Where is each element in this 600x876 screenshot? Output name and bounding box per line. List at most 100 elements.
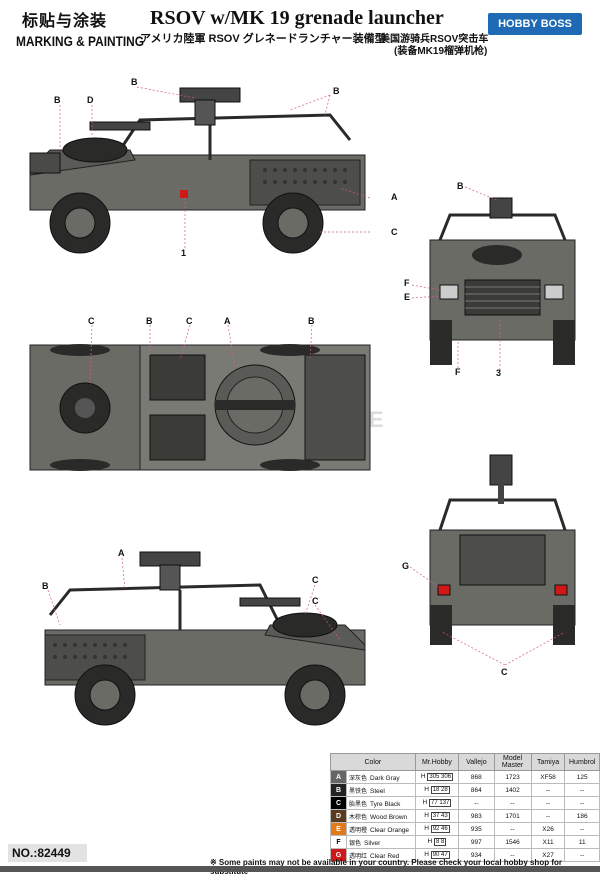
header-title-cn: 标贴与涂装: [22, 13, 108, 30]
subtitle-chinese: 美国游骑兵RSOV突击车: [380, 34, 489, 45]
tamiya-code: X26: [530, 822, 566, 836]
color-name-en: Dark Gray: [370, 774, 400, 782]
color-name-en: Clear Red: [370, 852, 400, 860]
vehicle-side-view-right: [44, 551, 366, 726]
mrhobby-code: H 8 8: [414, 835, 460, 849]
vallejo-code: 935: [458, 822, 495, 836]
table-header-row: Color Mr.Hobby Vallejo Model Master Tami…: [330, 753, 600, 771]
mrhobby-prefix: H: [424, 851, 429, 858]
callout-b: B: [54, 95, 61, 105]
callout-c: C: [186, 316, 193, 326]
mrhobby-value: 305 306: [427, 773, 454, 781]
callout-b: B: [131, 77, 138, 87]
humbrol-code: --: [564, 783, 600, 797]
color-name-cn: 深灰色: [349, 775, 368, 782]
tamiya-code: --: [530, 783, 566, 797]
callout-b: B: [308, 316, 315, 326]
color-name-cn: 木棕色: [349, 814, 368, 821]
humbrol-code: --: [564, 848, 600, 862]
color-name-cn: 银色: [349, 840, 362, 847]
page-title: RSOV w/MK 19 grenade launcher: [150, 7, 444, 29]
vallejo-code: 864: [458, 783, 495, 797]
callout-3: 3: [496, 368, 502, 378]
col-header-tamiya: Tamiya: [530, 753, 566, 771]
tamiya-code: X27: [530, 848, 566, 862]
modelmaster-code: --: [493, 848, 532, 862]
tamiya-code: X11: [530, 835, 566, 849]
vallejo-code: 997: [458, 835, 495, 849]
color-letter: E: [329, 822, 348, 836]
modelmaster-code: --: [493, 796, 532, 810]
mrhobby-value: 77 137: [429, 799, 452, 807]
callout-1: 1: [181, 248, 187, 258]
callout-g: G: [402, 561, 410, 571]
color-letter: D: [329, 809, 348, 823]
color-name-cn: 透明橙: [349, 827, 368, 834]
tamiya-code: XF58: [530, 770, 566, 784]
bottom-strip: [0, 866, 600, 872]
mrhobby-value: 18 28: [430, 786, 450, 794]
humbrol-code: 11: [564, 835, 600, 849]
mrhobby-value: 90 47: [430, 851, 450, 859]
callout-b: B: [457, 181, 464, 191]
mrhobby-prefix: H: [427, 838, 433, 845]
callout-a: A: [391, 192, 398, 202]
vehicle-rear-view: [429, 454, 576, 645]
modelmaster-code: 1723: [493, 770, 532, 784]
callout-f: F: [455, 367, 461, 377]
humbrol-code: --: [564, 796, 600, 810]
vallejo-code: 983: [458, 809, 495, 823]
color-letter: B: [329, 783, 348, 797]
color-name-cn: 透明红: [349, 853, 368, 860]
mrhobby-code: H 305 306: [414, 770, 460, 784]
vehicle-top-view: [29, 344, 371, 471]
mrhobby-value: 37 43: [430, 812, 450, 820]
callout-d: D: [87, 95, 94, 105]
callout-c: C: [501, 667, 508, 677]
mrhobby-value: 92 46: [430, 825, 450, 833]
color-name-cn: 胎黑色: [349, 801, 368, 808]
mrhobby-code: H 77 137: [414, 796, 460, 810]
callout-a: A: [224, 316, 231, 326]
color-letter: C: [329, 796, 348, 810]
mrhobby-code: H 92 46: [414, 822, 460, 836]
callout-c: C: [391, 227, 398, 237]
callout-e: E: [404, 292, 411, 302]
callout-c: C: [88, 316, 95, 326]
vallejo-code: 934: [458, 848, 495, 862]
humbrol-code: 125: [564, 770, 600, 784]
callout-b: B: [146, 316, 153, 326]
modelmaster-code: 1701: [493, 809, 532, 823]
vehicle-front-view: [429, 197, 576, 365]
vallejo-code: --: [458, 796, 495, 810]
vallejo-code: 868: [458, 770, 495, 784]
mrhobby-prefix: H: [424, 825, 429, 832]
brand-logo: HOBBY BOSS: [488, 13, 582, 35]
color-name-en: Wood Brown: [370, 813, 408, 821]
header-title-en: MARKING & PAINTING: [16, 33, 145, 49]
color-letter: F: [329, 835, 348, 849]
subtitle-japanese: アメリカ陸軍 RSOV グレネードランチャー装備型: [140, 33, 386, 45]
mrhobby-code: H 37 43: [414, 809, 460, 823]
col-header-vallejo: Vallejo: [458, 753, 495, 771]
col-header-color: Color: [330, 753, 416, 771]
part-number: NO.:82449: [8, 844, 87, 862]
color-name-en: Steel: [370, 787, 385, 795]
color-letter: A: [329, 770, 348, 784]
modelmaster-code: --: [493, 822, 532, 836]
vehicle-side-view-left: [29, 87, 366, 254]
modelmaster-code: 1546: [493, 835, 532, 849]
humbrol-code: 186: [564, 809, 600, 823]
callout-c: C: [312, 596, 319, 606]
mrhobby-prefix: H: [424, 812, 429, 819]
humbrol-code: --: [564, 822, 600, 836]
